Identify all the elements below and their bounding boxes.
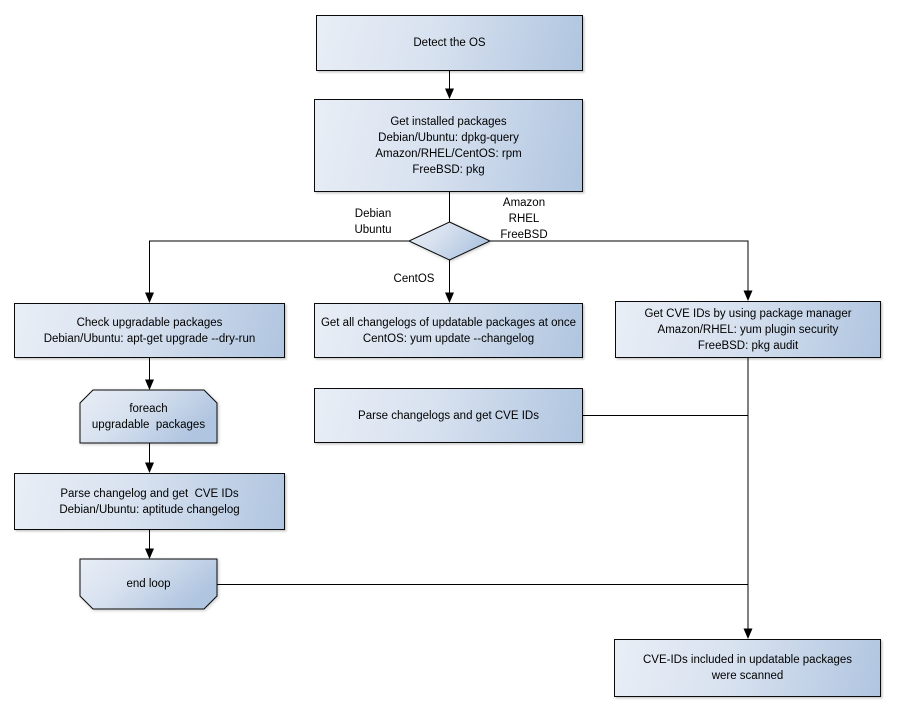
node-text-line: FreeBSD: pkg audit <box>697 339 799 352</box>
arrowhead-get-all-changelogs <box>445 292 454 303</box>
node-text-line: FreeBSD: pkg <box>412 163 485 176</box>
edge-label-debian-branch: Debian Ubuntu <box>345 206 401 238</box>
edge-label-centos-branch: CentOS <box>386 271 442 287</box>
edge-label-line: Amazon <box>502 197 546 209</box>
os-decision-diamond <box>407 221 492 261</box>
node-text-line: Get installed packages <box>390 115 507 128</box>
arrowhead-end-loop <box>145 548 154 559</box>
node-get-all-changelogs: Get all changelogs of updatable packages… <box>314 303 583 358</box>
node-text-line: CVE-IDs included in updatable packages <box>642 654 853 666</box>
node-detect-os: Detect the OS <box>316 15 583 71</box>
node-text-line: Debian/Ubuntu: apt-get upgrade --dry-run <box>43 332 256 345</box>
node-get-cve-by-pkg-manager: Get CVE IDs by using package manager Ama… <box>615 301 881 358</box>
node-text-line: Amazon/RHEL/CentOS: rpm <box>375 147 522 160</box>
edge-label-line: FreeBSD <box>500 229 548 241</box>
edge-label-line: Debian <box>354 208 392 220</box>
node-text-line: Check upgradable packages <box>76 316 223 329</box>
node-get-installed-packages: Get installed packages Debian/Ubuntu: dp… <box>314 99 583 192</box>
edge-label-amazon-branch: Amazon RHEL FreeBSD <box>496 195 552 243</box>
node-text-line: Get CVE IDs by using package manager <box>644 307 852 320</box>
node-text-line: Amazon/RHEL: yum plugin security <box>657 323 839 336</box>
arrowhead-result <box>743 628 753 639</box>
node-text-line: Parse changelog and get CVE IDs <box>60 487 239 500</box>
edge-decision-to-check-upgradable <box>149 240 409 293</box>
node-scan-result: CVE-IDs included in updatable packages w… <box>614 639 881 697</box>
arrowhead-check-upgradable <box>145 292 154 303</box>
edge-label-line: Ubuntu <box>354 224 392 236</box>
node-check-upgradable-packages: Check upgradable packages Debian/Ubuntu:… <box>14 303 285 358</box>
node-parse-changelog-debian: Parse changelog and get CVE IDs Debian/U… <box>14 473 285 530</box>
edge-label-line: CentOS <box>393 273 435 285</box>
node-text-line: Parse changelogs and get CVE IDs <box>358 409 539 422</box>
arrowhead-installed <box>445 88 454 99</box>
arrowhead-get-cve <box>743 290 753 301</box>
end-loop-shape <box>79 558 218 610</box>
edge-label-line: RHEL <box>508 213 540 225</box>
edge-decision-to-get-cve <box>490 240 749 291</box>
node-parse-changelogs-centos: Parse changelogs and get CVE IDs <box>314 388 583 443</box>
node-text-line: Detect the OS <box>413 37 486 49</box>
node-text-line: were scanned <box>711 670 784 682</box>
arrowhead-parse-changelog <box>145 462 154 473</box>
arrowhead-foreach <box>145 379 154 390</box>
node-text-line: Debian/Ubuntu: aptitude changelog <box>59 503 240 516</box>
foreach-loop-start-shape <box>79 389 218 444</box>
node-text-line: Debian/Ubuntu: dpkg-query <box>378 131 519 144</box>
node-text-line: Get all changelogs of updatable packages… <box>320 316 577 329</box>
node-text-line: CentOS: yum update --changelog <box>362 332 535 345</box>
